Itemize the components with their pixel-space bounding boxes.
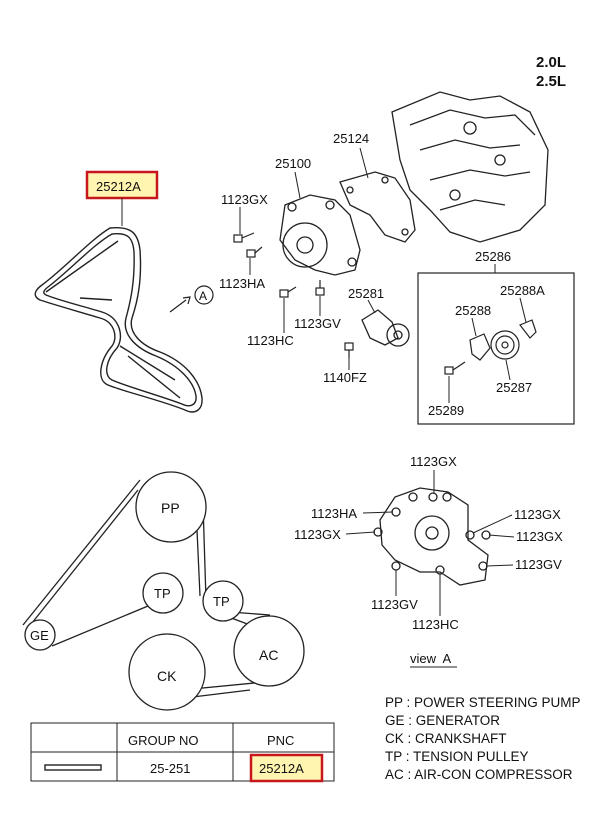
label-25289: 25289 [428, 403, 464, 418]
engine-size-2-0: 2.0L [536, 54, 566, 71]
view-a-title: view A [410, 651, 452, 666]
pulley-ge [24, 619, 56, 651]
legend-ac: AC : AIR-CON COMPRESSOR [385, 767, 573, 782]
part-table [30, 722, 335, 782]
legend-ge: GE : GENERATOR [385, 713, 500, 728]
view-a-label-gx-left: 1123GX [294, 527, 341, 542]
view-a-pump-illustration [373, 487, 491, 586]
view-a-marker-label: A [199, 289, 207, 303]
pulley-ge-label: GE [30, 628, 49, 643]
legend-ck: CK : CRANKSHAFT [385, 731, 507, 746]
label-25281: 25281 [348, 286, 384, 301]
label-25100: 25100 [275, 156, 311, 171]
label-25124: 25124 [333, 131, 369, 146]
tensioner-assembly-box [417, 272, 575, 425]
label-1123gx-pump: 1123GX [221, 192, 268, 207]
engine-block-illustration [391, 91, 549, 243]
table-pnc-value[interactable]: 25212A [259, 761, 304, 776]
table-header-group: GROUP NO [128, 733, 199, 748]
pulley-tp-right [202, 580, 244, 622]
engine-size-2-5: 2.5L [536, 73, 566, 90]
table-header-pnc: PNC [267, 733, 294, 748]
label-25288: 25288 [455, 303, 491, 318]
view-a-label-gv-bottom: 1123GV [371, 597, 418, 612]
label-25212a[interactable]: 25212A [96, 179, 141, 194]
tensioner-illustration [361, 309, 410, 347]
bolt-icons-pump [233, 232, 354, 358]
pulley-assembly-illustration [444, 319, 537, 375]
view-a-label-hc: 1123HC [412, 617, 459, 632]
view-a-label-gx-r1: 1123GX [514, 507, 561, 522]
view-a-arrow-icon [169, 296, 191, 313]
label-25286: 25286 [475, 249, 511, 264]
legend-tp: TP : TENSION PULLEY [385, 749, 529, 764]
water-pump-illustration [279, 194, 361, 276]
legend-pp: PP : POWER STEERING PUMP [385, 695, 581, 710]
label-1123gv-pump: 1123GV [294, 316, 341, 331]
label-1140fz: 1140FZ [323, 370, 367, 385]
pulley-tp-left-label: TP [154, 586, 171, 601]
view-a-marker [194, 285, 214, 305]
pulley-tp-left [142, 572, 184, 614]
pulley-ac-label: AC [259, 647, 278, 663]
label-25288a: 25288A [500, 283, 545, 298]
pulley-tp-right-label: TP [213, 594, 230, 609]
label-1123hc-pump: 1123HC [247, 333, 294, 348]
pulley-ck-label: CK [157, 668, 177, 684]
table-pnc-highlight[interactable] [249, 753, 324, 783]
view-a-label-gx-top: 1123GX [410, 454, 457, 469]
view-a-label-ha: 1123HA [311, 506, 357, 521]
view-a-label-gx-r2: 1123GX [516, 529, 563, 544]
cover-gasket-illustration [339, 171, 416, 243]
pulley-pp-label: PP [161, 500, 180, 516]
pulley-pp [135, 471, 207, 543]
pulley-ck [128, 633, 206, 711]
label-25287: 25287 [496, 380, 532, 395]
view-a-label-gv-right: 1123GV [515, 557, 562, 572]
table-group-no: 25-251 [150, 761, 190, 776]
part-number-25212a-highlight[interactable] [85, 170, 159, 200]
belt-illustration [34, 226, 203, 413]
label-1123ha-pump: 1123HA [219, 276, 265, 291]
pulley-ac [233, 615, 305, 687]
table-belt-symbol [44, 764, 102, 771]
belt-routing-diagram [22, 474, 271, 701]
